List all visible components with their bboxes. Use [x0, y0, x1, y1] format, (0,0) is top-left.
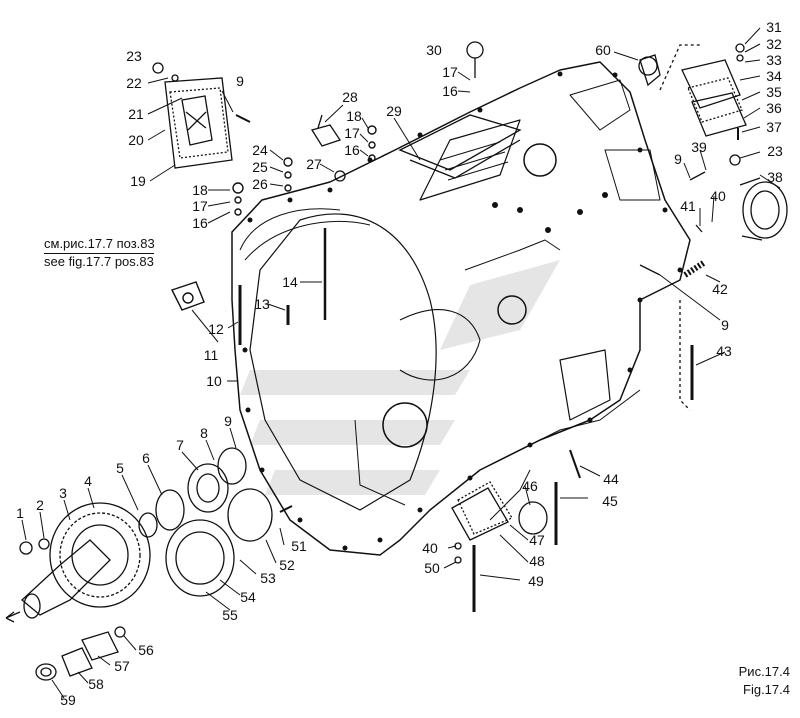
part-label-42: 42	[712, 281, 728, 297]
part-label-60: 60	[595, 42, 611, 58]
part-label-5: 5	[116, 460, 124, 476]
part-label-18: 18	[346, 108, 362, 124]
part-label-29: 29	[386, 103, 402, 119]
part-label-16: 16	[344, 142, 360, 158]
part-label-9: 9	[674, 151, 682, 167]
part-label-30: 30	[426, 42, 442, 58]
part-label-3: 3	[59, 485, 67, 501]
reference-note-ru: см.рис.17.7 поз.83	[44, 236, 155, 251]
part-label-37: 37	[766, 119, 782, 135]
part-label-16: 16	[192, 215, 208, 231]
part-label-32: 32	[766, 36, 782, 52]
part-label-53: 53	[260, 570, 276, 586]
part-label-7: 7	[176, 437, 184, 453]
part-label-14: 14	[282, 274, 298, 290]
part-label-36: 36	[766, 100, 782, 116]
part-label-13: 13	[254, 296, 270, 312]
part-label-24: 24	[252, 142, 268, 158]
housing-bolt-holes	[242, 71, 683, 551]
part-label-49: 49	[528, 573, 544, 589]
part-label-57: 57	[114, 658, 130, 674]
left-top-cover	[152, 62, 251, 169]
part-label-48: 48	[529, 553, 545, 569]
part-label-1: 1	[16, 505, 24, 521]
part-label-16: 16	[442, 83, 458, 99]
part-label-23: 23	[126, 48, 142, 64]
part-label-56: 56	[138, 642, 154, 658]
part-label-45: 45	[602, 493, 618, 509]
part-label-55: 55	[222, 607, 238, 623]
studs-and-fittings	[171, 125, 377, 345]
front-shaft-assembly	[5, 447, 293, 681]
part-label-17: 17	[442, 64, 458, 80]
part-label-54: 54	[240, 589, 256, 605]
part-labels: 1 2 3 4 5 6 7 8 9 9 9 9 10 11 12 13 14 1…	[16, 19, 783, 708]
right-side-parts	[569, 171, 788, 479]
part-label-51: 51	[291, 538, 307, 554]
part-label-9: 9	[721, 317, 729, 333]
part-label-17: 17	[344, 125, 360, 141]
part-label-46: 46	[522, 478, 538, 494]
leader-lines	[21, 27, 781, 699]
part-label-43: 43	[716, 343, 732, 359]
part-label-12: 12	[208, 321, 224, 337]
part-label-9: 9	[236, 73, 244, 89]
part-label-22: 22	[126, 75, 142, 91]
part-label-23: 23	[767, 143, 783, 159]
part-label-17: 17	[192, 198, 208, 214]
part-label-25: 25	[252, 159, 268, 175]
part-label-52: 52	[279, 557, 295, 573]
part-label-35: 35	[766, 84, 782, 100]
part-label-4: 4	[84, 473, 92, 489]
part-label-8: 8	[200, 425, 208, 441]
part-label-6: 6	[142, 450, 150, 466]
part-label-40: 40	[422, 540, 438, 556]
part-label-18: 18	[192, 182, 208, 198]
part-label-27: 27	[306, 156, 322, 172]
part-label-44: 44	[603, 471, 619, 487]
part-label-26: 26	[252, 176, 268, 192]
right-cover-assembly	[659, 43, 747, 166]
part-label-38: 38	[767, 169, 783, 185]
part-label-9: 9	[224, 413, 232, 429]
figure-caption-en: Fig.17.4	[743, 682, 790, 697]
part-label-31: 31	[766, 19, 782, 35]
part-label-28: 28	[342, 89, 358, 105]
part-label-39: 39	[691, 139, 707, 155]
part-label-41: 41	[680, 198, 696, 214]
part-label-19: 19	[130, 173, 146, 189]
reference-note-en: see fig.17.7 pos.83	[44, 253, 154, 269]
gearbox-housing	[231, 61, 691, 556]
part-label-59: 59	[60, 692, 76, 708]
top-cover-assembly	[310, 41, 661, 182]
part-label-20: 20	[128, 132, 144, 148]
part-label-21: 21	[128, 106, 144, 122]
part-label-47: 47	[529, 532, 545, 548]
bottom-parts	[451, 481, 558, 612]
part-label-58: 58	[88, 676, 104, 692]
part-label-11: 11	[204, 347, 219, 363]
part-label-2: 2	[36, 497, 44, 513]
part-label-10: 10	[206, 373, 222, 389]
part-label-50: 50	[424, 560, 440, 576]
part-label-34: 34	[766, 68, 782, 84]
figure-caption-ru: Рис.17.4	[738, 664, 790, 679]
part-label-40: 40	[710, 188, 726, 204]
part-label-33: 33	[766, 52, 782, 68]
